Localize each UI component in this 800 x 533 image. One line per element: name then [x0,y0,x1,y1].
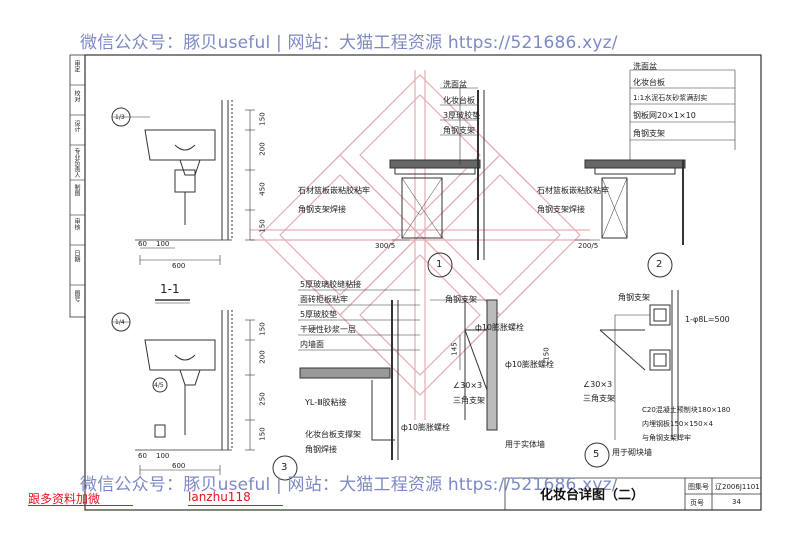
d4-angle-bracket: 角钢支架 [445,295,477,304]
watermark-bottom: 微信公众号：豚贝useful | 网站：大猫工程资源 https://52168… [80,475,618,495]
dim-150-c: 150 [258,322,267,336]
dim-600-b: 600 [172,462,186,470]
detail-3-marker: 3 [281,462,288,473]
d1-angle-bracket: 角钢支架 [443,126,475,135]
d1-angle-weld: 角钢支架焊接 [298,205,346,214]
d1-stone-bond: 石材篮板嵌粘胶粘牢 [298,186,370,195]
red-note-right: lanzhu118 [188,490,251,504]
dim-60-b: 60 [138,452,147,460]
d5-weld: 与角钢支架焊牢 [642,434,691,442]
d2-wash-basin: 洗面盆 [633,62,657,71]
dim-200: 200 [258,142,267,156]
d2-steel-net: 钢板网20×1×10 [633,111,696,120]
side-label-0: 审定 [73,60,80,72]
d5-bracket-3: 三角支架 [583,394,615,403]
red-underline-right [188,505,283,506]
d3-dry-mortar: 干硬性砂浆一层 [300,325,356,334]
d5-plate: 内埋钢板150×150×4 [642,420,713,428]
atlas-label: 图集号 [688,483,709,491]
side-label-3: 专业负责人 [73,148,80,178]
d1-vanity-board: 化妆台板 [443,96,475,105]
side-label-4: 制图 [73,184,80,196]
d3-yl-glue: YL-Ⅲ胶粘接 [305,398,347,407]
dim-300-5: 300/5 [375,242,396,250]
dim-200-b: 200 [258,350,267,364]
side-label-7: 图号 [73,290,80,302]
d4-bolt-b: ф10膨胀螺栓 [505,360,555,369]
d2-stone-bond: 石材篮板嵌粘胶粘牢 [537,186,609,195]
index-mid: 1/4 [115,319,125,326]
watermark-top: 微信公众号：豚贝useful | 网站：大猫工程资源 https://52168… [80,33,618,53]
dim-250: 250 [258,392,267,406]
index-small: 4/5 [154,382,164,389]
d5-block-wall: 用于砌块墙 [612,448,652,457]
d4-solid-wall: 用于实体墙 [505,440,545,449]
d1-glue-3mm: 3厚玻胶垫 [443,111,481,120]
d4-bracket-3: 三角支架 [453,396,485,405]
atlas-number: 辽2006J1101 [715,483,760,491]
d3-angle-weld: 角钢焊接 [305,445,337,454]
red-underline-left [28,505,133,506]
dim-450: 450 [258,182,267,196]
d2-angle-bracket: 角钢支架 [633,129,665,138]
index-top: 1/3 [115,114,125,121]
d3-glue-strip: 5厚玻璃胶缝粘接 [300,280,362,289]
section-1-1-label: 1-1 [160,282,180,296]
dim-145: 145 [450,342,459,356]
d2-angle-weld: 角钢支架焊接 [537,205,585,214]
d5-concrete: C20混凝土预制块180×180 [642,406,731,414]
detail-2-marker: 2 [656,259,663,270]
d4-bolt-c: ф10膨胀螺栓 [401,423,451,432]
dim-600-a: 600 [172,262,186,270]
dim-150-b: 150 [258,219,267,233]
side-strip [69,54,86,318]
d3-glue-5mm: 5厚玻胶垫 [300,310,338,319]
d5-angle-30: ∠30×3 [583,380,613,389]
d3-inner-wall: 内墙面 [300,340,324,349]
side-label-5: 审核 [73,218,80,230]
d4-angle-30: ∠30×3 [453,381,483,390]
page-label: 页号 [690,499,704,507]
title-block-title: 化妆台详图（二） [540,488,645,503]
knot-watermark [250,70,590,420]
d4-bolt-a: ф10膨胀螺栓 [475,323,525,332]
red-note-left: 跟多资料加微 [28,492,101,506]
d3-vanity-bracket: 化妆台板支撑架 [305,430,361,439]
dim-100-a: 100 [156,240,170,248]
dim-150-d: 150 [258,427,267,441]
dim-60-a: 60 [138,240,147,248]
page-number: 34 [732,498,741,506]
dim-150-e: 150 [542,347,551,361]
d3-cabinet-fix: 面砖柜板粘牢 [300,295,348,304]
dim-150-a: 150 [258,112,267,126]
d5-bracket: 角钢支架 [618,293,650,302]
side-label-6: 日期 [73,250,80,262]
side-label-1: 校对 [73,90,80,102]
d2-mortar: 1:1水泥石灰砂浆满刮实 [633,94,708,102]
detail-1-marker: 1 [436,259,443,270]
dim-200-5: 200/5 [578,242,599,250]
d5-channel: 1-φ8L=500 [685,315,730,324]
dim-100-b: 100 [156,452,170,460]
d2-vanity-board: 化妆台板 [633,78,665,87]
side-label-2: 设计 [73,120,80,132]
detail-5-marker: 5 [593,449,600,460]
d1-wash-basin: 洗面盆 [443,80,467,89]
